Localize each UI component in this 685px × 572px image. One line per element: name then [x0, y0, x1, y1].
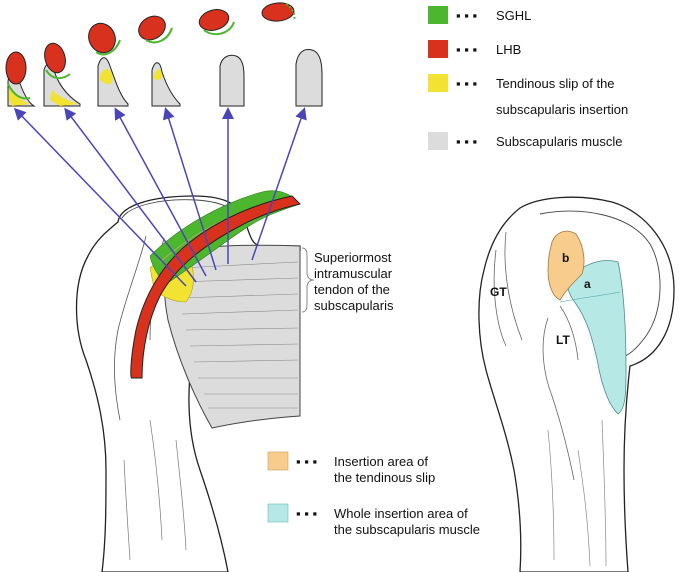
section-3-lhb [88, 22, 116, 54]
label-lt: LT [556, 333, 570, 347]
cross-sections [5, 2, 323, 107]
section-3-sghl [95, 39, 121, 56]
legend: ▪ ▪ ▪ SGHL ▪ ▪ ▪ LHB ▪ ▪ ▪ Tendinous sli… [428, 6, 628, 150]
section-1-slip [9, 86, 30, 106]
section-3-slip [100, 68, 113, 85]
legend-dots-3: ▪ ▪ ▪ [456, 76, 477, 91]
right-humerus-lt-contour [542, 305, 579, 481]
legend-label-slip-line2: subscapularis insertion [496, 102, 628, 117]
section-2-sghl [45, 69, 71, 80]
bottom-legend-dots-1: ▪ ▪ ▪ [296, 454, 317, 469]
section-5-lhb [198, 9, 230, 31]
section-4-lhb [138, 15, 166, 41]
section-3-muscle [97, 57, 129, 107]
section-2-lhb [44, 42, 66, 74]
section-2-slip [50, 90, 78, 106]
bottom-legend-whole-line2: the subscapularis muscle [334, 522, 480, 537]
left-humerus-shaft-lines [123, 419, 187, 561]
section-6-muscle [295, 49, 323, 107]
annotation-line-3: tendon of the [314, 282, 390, 297]
arrow-1 [13, 107, 187, 287]
annotation-line-2: intramuscular [314, 266, 393, 281]
section-6-lhb [261, 2, 295, 22]
section-4-muscle [151, 62, 181, 107]
legend-swatch-sghl [428, 6, 448, 24]
bottom-legend-dots-2: ▪ ▪ ▪ [296, 506, 317, 521]
legend-dots-2: ▪ ▪ ▪ [456, 42, 477, 57]
cross-section-2 [43, 42, 81, 107]
subscapularis-muscle [164, 244, 301, 429]
right-humerus-head-rim [539, 210, 661, 359]
cross-section-4 [138, 15, 181, 107]
section-6-sghl [285, 3, 296, 21]
annotation-line-4: subscapularis [314, 298, 394, 313]
label-gt: GT [490, 285, 507, 299]
subscapularis-muscle-shape [164, 244, 301, 429]
arrow-2 [64, 107, 197, 283]
right-humerus-gt-contour [493, 231, 523, 347]
insertion-area-a [567, 260, 627, 415]
cross-section-6 [261, 2, 323, 107]
right-humerus-shaft-lines [547, 419, 607, 567]
bottom-legend-slip-line1: Insertion area of [334, 454, 428, 469]
right-humerus-outline [478, 196, 675, 572]
legend-swatch-muscle [428, 132, 448, 150]
legend-label-muscle: Subscapularis muscle [496, 134, 622, 149]
lhb-band [130, 195, 301, 379]
legend-label-slip: Tendinous slip of the [496, 76, 615, 91]
arrow-4 [162, 107, 217, 271]
section-arrows [13, 107, 307, 287]
section-1-lhb [5, 51, 27, 85]
arrow-3 [114, 107, 207, 277]
subscapularis-fibers [177, 261, 299, 409]
bottom-legend-swatch-slip [267, 451, 289, 471]
legend-dots-4: ▪ ▪ ▪ [456, 134, 477, 149]
legend-swatch-lhb [428, 40, 448, 58]
legend-label-sghl: SGHL [496, 8, 531, 23]
cross-section-5 [198, 9, 245, 107]
legend-label-lhb: LHB [496, 42, 521, 57]
cross-section-1 [5, 51, 36, 107]
right-humerus [478, 196, 675, 572]
insertion-area-a-divider [559, 291, 621, 303]
section-5-sghl [203, 21, 235, 36]
section-5-muscle [219, 54, 245, 107]
bottom-legend-swatch-whole [267, 503, 289, 523]
section-4-slip [153, 69, 163, 80]
bottom-legend: ▪ ▪ ▪ Insertion area of the tendinous sl… [267, 451, 480, 537]
label-a: a [584, 277, 591, 291]
annotation-bracket [301, 247, 315, 313]
annotation-line-1: Superiormost [314, 250, 392, 265]
arrow-6 [251, 107, 307, 261]
insertion-area-b [547, 230, 585, 301]
label-b: b [562, 251, 569, 265]
section-4-sghl [145, 27, 173, 44]
legend-dots-1: ▪ ▪ ▪ [456, 8, 477, 23]
section-1-sghl [7, 83, 31, 100]
cross-section-3 [88, 22, 129, 107]
bottom-legend-slip-line2: the tendinous slip [334, 470, 435, 485]
bottom-legend-whole-line1: Whole insertion area of [334, 506, 468, 521]
legend-swatch-slip [428, 74, 448, 92]
